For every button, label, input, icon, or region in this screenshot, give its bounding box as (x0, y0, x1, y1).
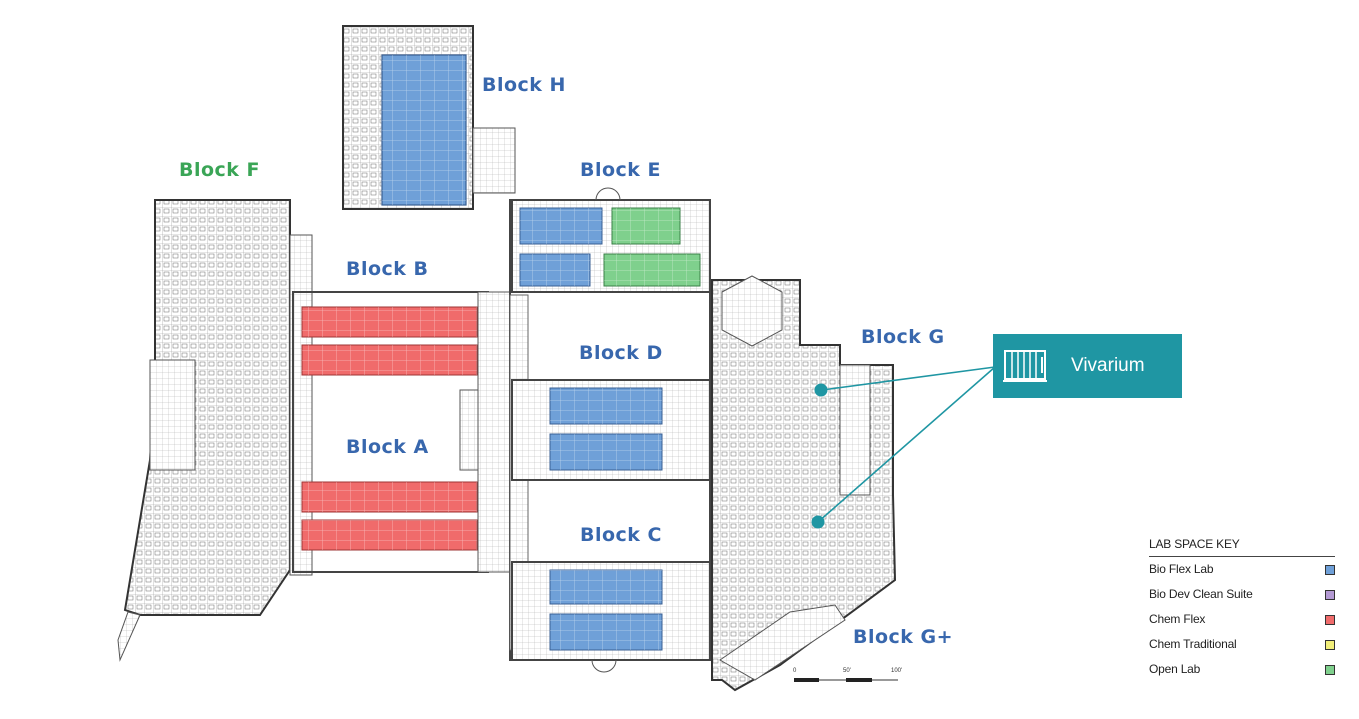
scale-tick-50: 50' (843, 668, 851, 674)
legend-swatch (1325, 615, 1335, 625)
block-e-label: Block E (580, 159, 662, 181)
legend-swatch (1325, 565, 1335, 575)
legend-item-open-lab: Open Lab (1149, 657, 1335, 682)
legend-swatch (1325, 665, 1335, 675)
block-b-label: Block B (346, 258, 429, 280)
vivarium-label: Vivarium (1071, 355, 1145, 376)
block-d-label: Block D (579, 342, 663, 364)
legend-item-chem-flex: Chem Flex (1149, 607, 1335, 632)
legend-label: Chem Flex (1149, 612, 1206, 626)
block-g-footprint (711, 275, 897, 692)
legend-item-chem-traditional: Chem Traditional (1149, 632, 1335, 657)
block-g-plus-label: Block G+ (853, 626, 954, 648)
scale-bar: 0 50' 100' (793, 668, 902, 682)
block-h-footprint (342, 25, 516, 210)
legend-label: Open Lab (1149, 662, 1201, 676)
vivarium-marker-upper (814, 383, 828, 397)
legend-label: Chem Traditional (1149, 637, 1237, 651)
block-c-footprint (511, 561, 711, 673)
legend-item-bio-flex-lab: Bio Flex Lab (1149, 557, 1335, 582)
block-e-footprint (511, 187, 711, 293)
vivarium-connector-lines (811, 366, 996, 529)
vivarium-marker-lower (811, 515, 825, 529)
scale-tick-100: 100' (891, 668, 902, 674)
vivarium-cage-icon (1003, 350, 1047, 382)
legend-item-bio-dev-clean-suite: Bio Dev Clean Suite (1149, 582, 1335, 607)
block-d-footprint (511, 379, 711, 481)
block-a-label: Block A (346, 436, 429, 458)
block-h-label: Block H (482, 74, 566, 96)
lab-space-legend: LAB SPACE KEY Bio Flex Lab Bio Dev Clean… (1149, 537, 1335, 682)
legend-title: LAB SPACE KEY (1149, 537, 1335, 557)
legend-swatch (1325, 640, 1335, 650)
legend-swatch (1325, 590, 1335, 600)
legend-label: Bio Flex Lab (1149, 562, 1214, 576)
block-b-a-footprint (292, 291, 511, 573)
block-g-label: Block G (861, 326, 945, 348)
scale-tick-0: 0 (793, 668, 797, 674)
vivarium-callout: Vivarium (993, 334, 1182, 398)
legend-label: Bio Dev Clean Suite (1149, 587, 1253, 601)
block-f-footprint (117, 199, 291, 662)
block-f-label: Block F (179, 159, 261, 181)
block-c-label: Block C (580, 524, 663, 546)
